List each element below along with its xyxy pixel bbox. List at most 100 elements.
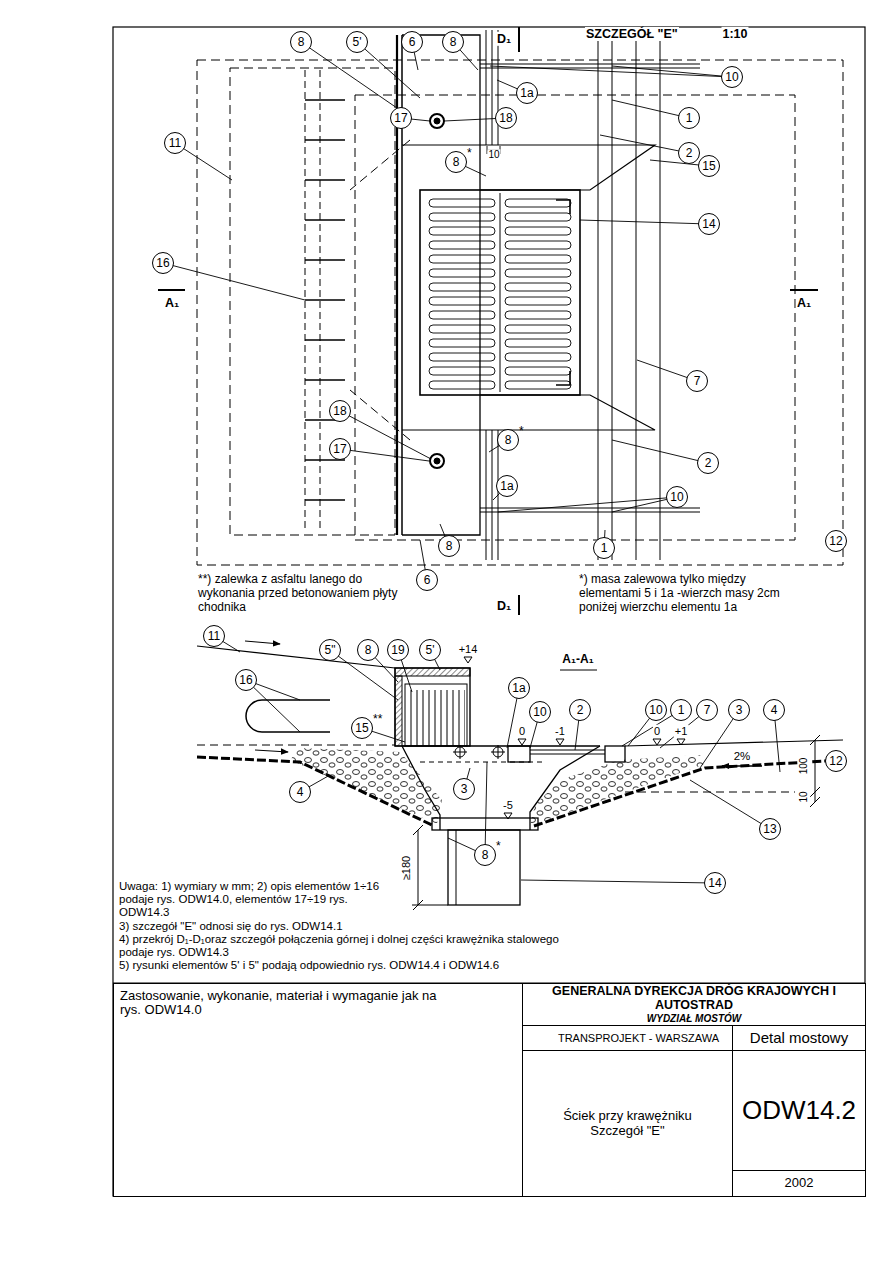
- drawing-path: [530, 746, 600, 830]
- callout-number: 12: [825, 530, 847, 552]
- drawing-path: [810, 735, 820, 807]
- callout-number: 1a: [496, 475, 518, 497]
- drawing-title: SZCZEGÓŁ "E": [585, 27, 679, 41]
- title-block-cell: TRANSPROJEKT - WARSZAWA: [522, 1025, 733, 1051]
- callout-text: 10: [725, 71, 738, 83]
- drawing-line: [790, 289, 818, 291]
- drawing-path: [480, 145, 655, 190]
- callout-number: 1a: [516, 82, 538, 104]
- drawing-line: [500, 193, 501, 392]
- drawing-line: [255, 750, 288, 752]
- title-block-text: Detal mostowy: [750, 1030, 848, 1047]
- drawing-line: [158, 289, 185, 291]
- annotation-label: A₁-A₁: [561, 653, 594, 667]
- callout-text: 15: [702, 160, 715, 172]
- drawing-rect: [605, 746, 625, 762]
- title-block-cell: Ściek przy krawężniku Szczegół "E": [522, 1050, 733, 1197]
- callout-number: 8*: [474, 844, 496, 866]
- callout-text: 4: [297, 786, 304, 798]
- drawing-line: [402, 145, 480, 146]
- annotation-label: +1: [674, 725, 689, 738]
- callout-number: 1: [593, 537, 615, 559]
- callout-number: 17: [390, 107, 412, 129]
- callout-text: 3: [736, 704, 743, 716]
- annotation-label: -1: [554, 725, 566, 738]
- callout-number: 8: [290, 31, 312, 53]
- callout-number: 7: [696, 699, 718, 721]
- note-text: *) masa zalewowa tylko między elementami…: [578, 573, 790, 614]
- drawing-path: [197, 757, 434, 826]
- callout-text: 1a: [500, 480, 513, 492]
- drawing-path: [163, 42, 732, 580]
- callout-text: 8: [298, 36, 305, 48]
- plan-view: [158, 30, 843, 565]
- annotation-label: D₁: [496, 599, 512, 613]
- title-block-text: Zastosowanie, wykonanie, materiał i wyma…: [120, 989, 440, 1018]
- drawing-rect: [197, 60, 843, 565]
- title-block-text: 2002: [785, 1176, 814, 1190]
- callout-text: 1: [678, 704, 685, 716]
- callout-text: 19: [391, 644, 404, 656]
- callout-text: 14: [708, 877, 721, 889]
- callout-text: 2: [686, 147, 693, 159]
- callout-text: 18: [333, 405, 346, 417]
- note-text: 5) rysunki elementów 5' i 5" podają odpo…: [118, 959, 560, 972]
- callout-text: 11: [208, 630, 220, 642]
- callout-text: 5': [353, 36, 362, 48]
- title-block-text: WYDZIAŁ MOSTÓW: [647, 1013, 741, 1024]
- callout-mark: *: [518, 425, 524, 437]
- callout-text: 10: [649, 704, 662, 716]
- callout-text: 8: [505, 434, 512, 446]
- drawing-line: [722, 766, 762, 767]
- callout-number: 14: [704, 872, 726, 894]
- callout-text: 16: [156, 257, 169, 269]
- callout-number: 1: [670, 699, 692, 721]
- drawing-rect: [230, 68, 395, 535]
- drawing-rect: [395, 668, 470, 746]
- callout-text: 2: [705, 457, 712, 469]
- drawing-rect: [410, 690, 465, 746]
- callout-number: 7: [686, 370, 708, 392]
- callout-number: 16: [152, 252, 174, 274]
- callout-text: 12: [829, 535, 842, 547]
- drawing-path: [246, 700, 330, 732]
- annotation-label: 0: [653, 725, 661, 738]
- callout-text: 7: [694, 375, 701, 387]
- drawing-rect: [420, 190, 580, 395]
- callout-text: 8: [450, 36, 457, 48]
- callout-number: 1a: [508, 677, 530, 699]
- annotation-label: 1:10: [721, 27, 748, 41]
- callout-text: 6: [424, 574, 431, 586]
- callout-text: 11: [169, 137, 181, 149]
- callout-number: 2: [697, 452, 719, 474]
- drawing-line: [518, 27, 520, 52]
- drawing-line: [518, 595, 520, 615]
- callout-text: 1: [601, 542, 608, 554]
- drawing-circle: [434, 118, 440, 124]
- annotation-label: D₁: [496, 32, 512, 46]
- note-text: Uwaga: 1) wymiary w mm; 2) opis elementó…: [118, 880, 395, 920]
- drawing-rect: [395, 676, 402, 746]
- callout-text: 3: [461, 783, 468, 795]
- title-block-text: Ściek przy krawężniku Szczegół "E": [543, 1109, 713, 1138]
- callout-number: 11: [203, 625, 225, 647]
- callout-number: 5': [346, 31, 368, 53]
- callout-number: 14: [698, 213, 720, 235]
- title-block-cell: Zastosowanie, wykonanie, materiał i wyma…: [113, 983, 523, 1197]
- annotation-label: ≥180: [400, 855, 413, 881]
- annotation-label: +14: [458, 643, 479, 656]
- callout-mark: *: [495, 840, 501, 852]
- callout-number: 1: [678, 107, 700, 129]
- callout-mark: *: [466, 147, 472, 159]
- callout-number: 8*: [445, 151, 467, 173]
- annotation-label: A₁: [796, 296, 812, 310]
- drawing-rect: [405, 684, 467, 746]
- drawing-rect: [355, 95, 795, 540]
- drawing-line: [402, 430, 480, 431]
- drawing-rect: [432, 818, 538, 830]
- section-view: [197, 641, 843, 910]
- callout-number: 2: [678, 142, 700, 164]
- drawing-line: [350, 140, 410, 190]
- sheet-frame: [113, 27, 865, 1196]
- callout-number: 18: [329, 400, 351, 422]
